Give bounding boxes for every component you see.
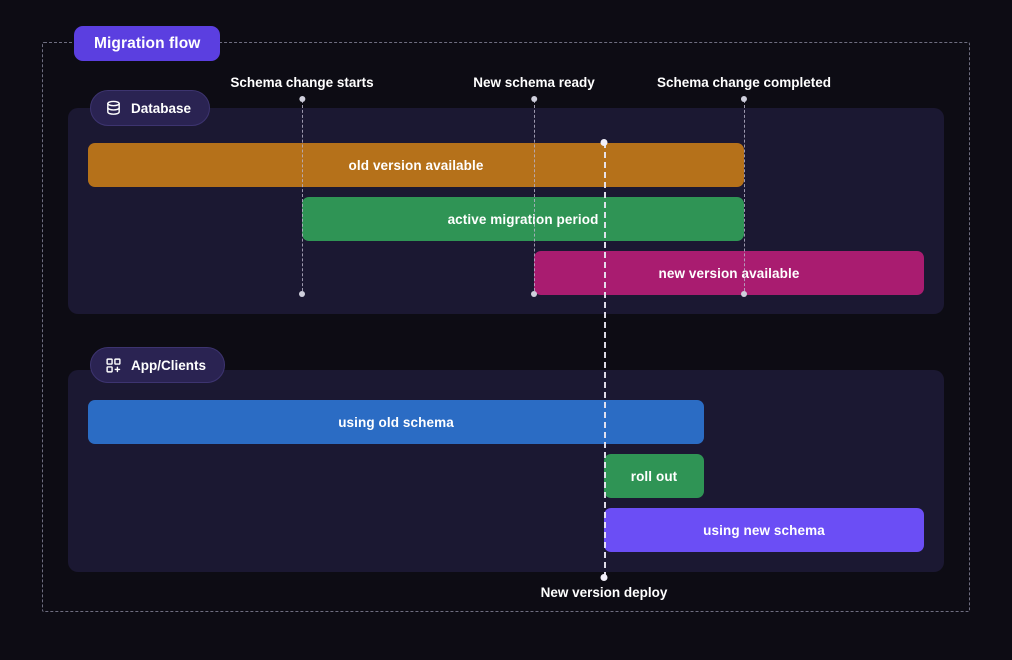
milestone-guide-end-dot — [299, 291, 305, 297]
timeline-bar: old version available — [88, 143, 744, 187]
milestone-dot — [530, 96, 537, 102]
diagram-outer-frame — [42, 42, 970, 612]
milestone-label: Schema change completed — [656, 75, 832, 90]
timeline-bar: new version available — [534, 251, 924, 295]
timeline-bar: using old schema — [88, 400, 704, 444]
deploy-start-dot — [600, 139, 608, 146]
timeline-bar: using new schema — [604, 508, 924, 552]
milestone-guide-line — [534, 100, 535, 296]
page-title: Migration flow — [94, 34, 201, 52]
lane-badge-app-clients: App/Clients — [90, 347, 226, 383]
milestone-dot — [299, 96, 305, 102]
timeline-bar: active migration period — [302, 197, 744, 241]
milestone-label: New schema ready — [473, 75, 595, 90]
milestone-guide-end-dot — [531, 291, 537, 297]
deploy-marker-label: New version deploy — [540, 585, 668, 600]
milestone-guide-line — [744, 100, 745, 296]
apps-add-icon — [105, 357, 122, 374]
lane-badge-label-app-clients: App/Clients — [131, 357, 207, 373]
milestone-marker: New schema ready — [473, 74, 595, 102]
timeline-bar: roll out — [604, 454, 704, 498]
milestone-marker: Schema change completed — [657, 74, 831, 102]
milestone-guide-end-dot — [741, 291, 747, 297]
diagram-title-pill: Migration flow — [74, 26, 221, 61]
milestone-marker: Schema change starts — [230, 74, 374, 102]
milestone-guide-line — [302, 100, 303, 296]
deploy-end-dot — [600, 574, 608, 581]
lane-badge-label-database: Database — [131, 100, 192, 116]
milestone-dot — [741, 96, 747, 102]
database-icon — [105, 100, 122, 117]
lane-badge-database: Database — [90, 90, 211, 126]
deploy-guide-line — [604, 142, 606, 578]
milestone-label: Schema change starts — [230, 75, 374, 90]
